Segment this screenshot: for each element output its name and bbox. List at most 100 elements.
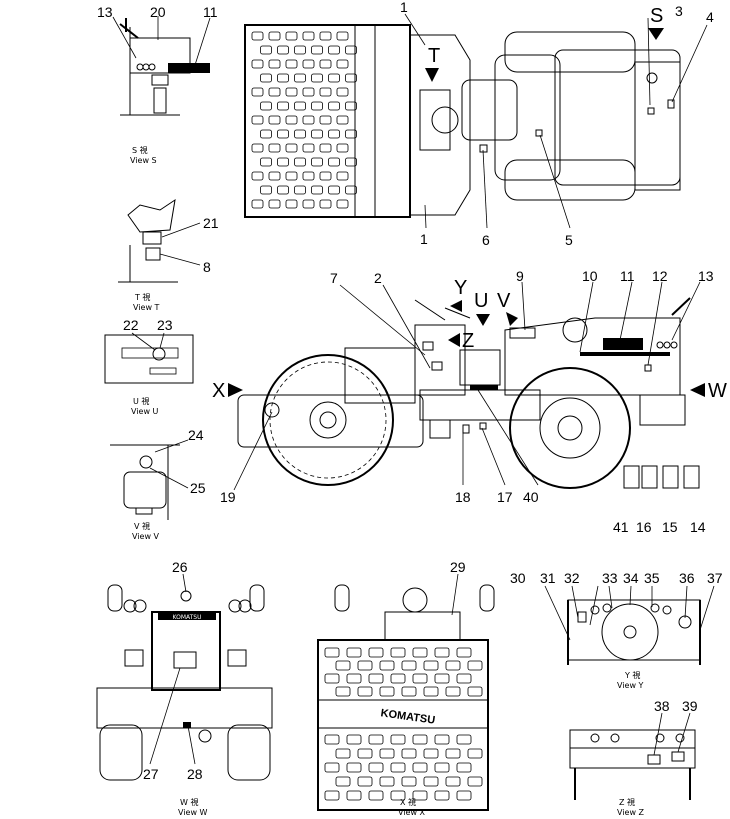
drum-pad: [319, 199, 332, 209]
view-y-caption: View Y: [617, 681, 644, 690]
drum-pad: [268, 171, 281, 181]
rear-plate-label: KOMATSU: [172, 614, 201, 621]
drum-pad: [434, 647, 450, 658]
drum-pad: [467, 660, 483, 671]
drum-pad: [251, 115, 264, 125]
drum-pad: [251, 59, 264, 69]
steering-wheel-y: [601, 603, 659, 661]
drum-pad: [357, 660, 373, 671]
drum-pad: [294, 185, 306, 195]
drum-pads: [251, 31, 357, 209]
drum-pad: [345, 157, 357, 167]
callout-23: 23: [157, 317, 173, 333]
drum-pad: [346, 790, 362, 801]
drum-pad: [345, 45, 357, 55]
drum-pad: [336, 31, 349, 41]
view-y: 30 31 32 33 34 35 36 37 Y 視 View Y: [510, 570, 723, 690]
engine-cover: [504, 317, 681, 396]
drum-pad: [277, 45, 289, 55]
drum-pad: [311, 101, 323, 111]
drum-pad: [328, 157, 340, 167]
view-y-caption-kanji: Y 視: [624, 671, 640, 680]
drum-pads-x: [324, 647, 483, 801]
callout-15: 15: [662, 519, 678, 535]
front-frame: [409, 34, 471, 216]
drum-pad: [467, 748, 483, 759]
drum-pad: [390, 673, 406, 684]
drum-pad: [268, 143, 281, 153]
callout-10: 10: [582, 268, 598, 284]
drum-pad: [328, 101, 340, 111]
drum-pad: [368, 647, 384, 658]
callout-22: 22: [123, 317, 139, 333]
drum-pad: [260, 73, 272, 83]
view-x-caption-kanji: X 視: [400, 798, 416, 807]
engine-hood-front: [494, 54, 561, 181]
callout-19: 19: [220, 489, 236, 505]
arrow-u: [476, 314, 490, 326]
callout-13: 13: [698, 268, 714, 284]
drum-pad: [328, 73, 340, 83]
drum-pad: [268, 87, 281, 97]
arrow-w: [690, 383, 705, 397]
drum-pad: [268, 31, 281, 41]
drum-pad: [294, 45, 306, 55]
view-z-caption-kanji: Z 視: [619, 798, 635, 807]
drum-pad: [260, 157, 272, 167]
callout-7: 7: [330, 270, 338, 286]
front-drum-x: [317, 639, 489, 811]
drum-pad: [268, 199, 281, 209]
drum-pad: [277, 157, 289, 167]
view-w-caption-kanji: W 視: [180, 798, 198, 807]
callout-11: 11: [620, 268, 635, 284]
callout-36: 36: [679, 570, 695, 586]
drum-pad: [319, 115, 332, 125]
drum-pad: [285, 87, 298, 97]
drum-pad: [260, 101, 272, 111]
callout-14: 14: [690, 519, 706, 535]
view-s-caption-kanji: S 視: [132, 146, 148, 155]
drum-pad: [319, 171, 332, 181]
callout-39: 39: [682, 698, 698, 714]
drum-pad: [294, 129, 306, 139]
drum-pad: [379, 686, 395, 697]
view-v-caption-kanji: V 視: [134, 522, 150, 531]
drum-pad: [285, 143, 298, 153]
callout-24: 24: [188, 427, 204, 443]
drum-pad: [277, 185, 289, 195]
view-z-caption: View Z: [617, 808, 645, 817]
arrow-x: [228, 383, 243, 397]
view-letter-s: S: [650, 5, 663, 27]
drum-pad: [251, 87, 264, 97]
callout-16: 16: [636, 519, 652, 535]
drum-pad: [319, 31, 332, 41]
drum-pad: [379, 748, 395, 759]
drum-pad: [324, 647, 340, 658]
callout-33: 33: [602, 570, 618, 586]
drum-pad: [302, 87, 315, 97]
drum-pad: [445, 660, 461, 671]
drum-pad: [328, 129, 340, 139]
drum-pad: [456, 647, 472, 658]
drum-pad: [412, 790, 428, 801]
drum-pad: [311, 129, 323, 139]
drum-pad: [456, 734, 472, 745]
rear-wheel: [509, 367, 631, 489]
drum-pad: [456, 790, 472, 801]
callout-1-top: 1: [400, 0, 408, 15]
drum-pad: [345, 101, 357, 111]
drum-pad: [445, 776, 461, 787]
callout-18: 18: [455, 489, 471, 505]
view-t: 21 8 T 視 View T: [118, 198, 219, 312]
drum-pad: [390, 734, 406, 745]
drum-pad: [423, 776, 439, 787]
drum-pad: [336, 115, 349, 125]
seat: [461, 79, 518, 141]
drum-pad: [368, 734, 384, 745]
drum-pad: [390, 790, 406, 801]
drum-pad: [423, 748, 439, 759]
drum-pad: [379, 776, 395, 787]
callout-11-s: 11: [203, 4, 218, 20]
callout-20: 20: [150, 4, 166, 20]
